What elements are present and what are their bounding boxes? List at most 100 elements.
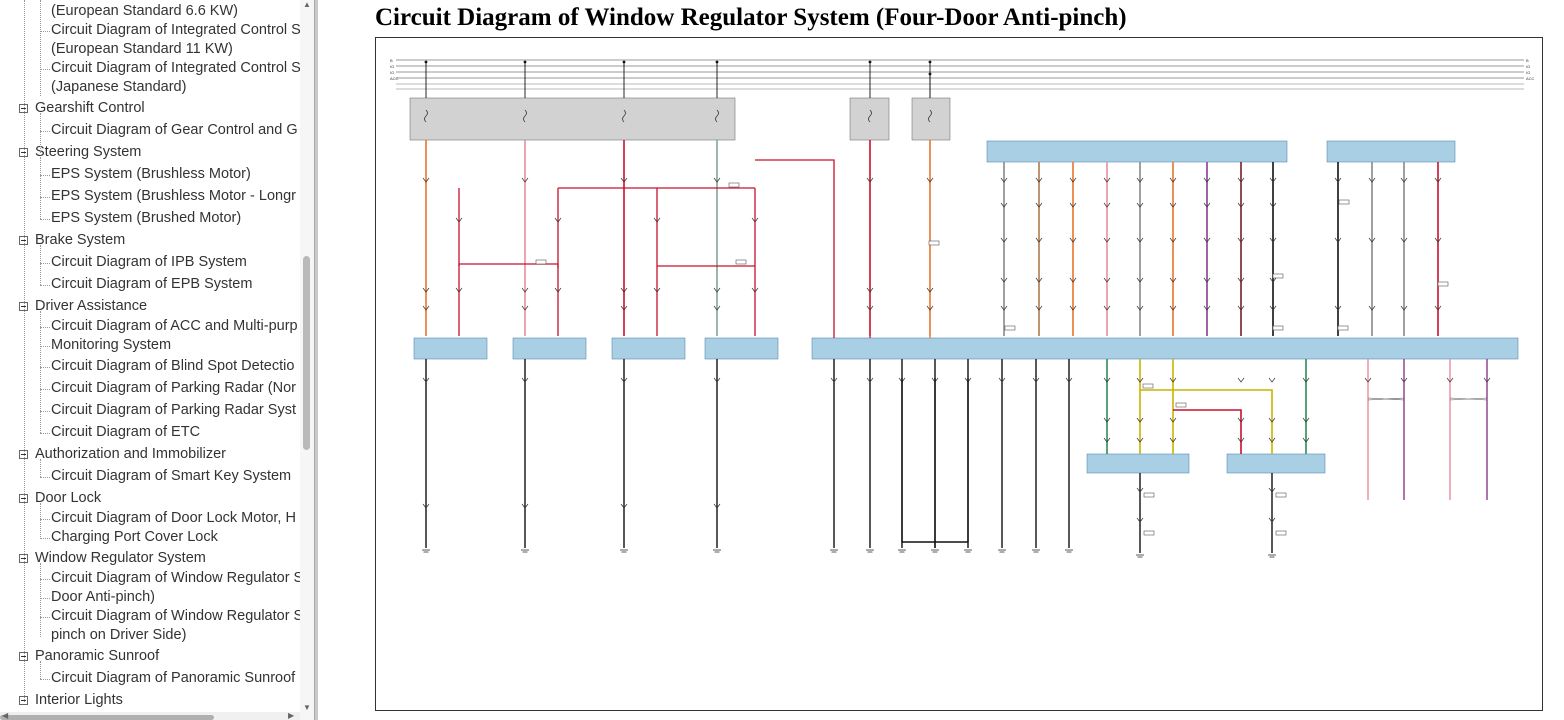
connector-mark (1203, 305, 1211, 311)
connector-mark (1065, 377, 1073, 383)
connector-mark (1368, 177, 1376, 183)
nav-item[interactable]: (Japanese Standard) (51, 79, 187, 95)
scroll-right-arrow-icon[interactable]: ▶ (288, 711, 295, 720)
nav-item[interactable]: Circuit Diagram of Blind Spot Detectio (51, 358, 295, 374)
nav-item[interactable]: Monitoring System (51, 337, 172, 353)
nav-category[interactable]: Brake System (35, 232, 126, 248)
nav-item[interactable]: Circuit Diagram of Integrated Control S (51, 60, 301, 76)
connector-mark (1400, 377, 1408, 383)
nav-item[interactable]: pinch on Driver Side) (51, 627, 187, 643)
nav-item[interactable]: Circuit Diagram of Smart Key System (51, 468, 292, 484)
nav-item[interactable]: Circuit Diagram of Door Lock Motor, H (51, 510, 296, 526)
scroll-down-arrow-icon[interactable]: ▼ (303, 703, 311, 712)
connector-mark (1203, 237, 1211, 243)
tree-connector (40, 679, 50, 680)
nav-category[interactable]: Interior Lights (35, 692, 123, 708)
nav-category[interactable]: Panoramic Sunroof (35, 648, 160, 664)
tree-connector (40, 519, 50, 520)
collapse-toggle-icon[interactable] (19, 554, 28, 563)
fuse-symbol (868, 109, 872, 123)
nav-item[interactable]: Circuit Diagram of ETC (51, 424, 201, 440)
tree-guide (40, 661, 41, 679)
collapse-toggle-icon[interactable] (19, 236, 28, 245)
collapse-toggle-icon[interactable] (19, 148, 28, 157)
wire (1173, 409, 1242, 454)
nav-item[interactable]: Circuit Diagram of Gear Control and G (51, 122, 298, 138)
connector-mark (1434, 177, 1442, 183)
sidebar-horizontal-scrollbar[interactable]: ◀ ▶ (0, 712, 300, 720)
connector-mark (1269, 277, 1277, 283)
fuse-symbol (928, 109, 932, 123)
connector-mark (1446, 377, 1454, 383)
nav-item[interactable]: Circuit Diagram of ACC and Multi-purp (51, 318, 298, 334)
sidebar-horizontal-scroll-thumb[interactable] (0, 715, 214, 720)
connector-mark (455, 217, 463, 223)
nav-item[interactable]: Charging Port Cover Lock (51, 529, 218, 545)
connector-mark (1069, 177, 1077, 183)
wire-label-box (928, 240, 940, 246)
fuse-box (849, 97, 890, 141)
nav-item[interactable]: (European Standard 6.6 KW) (51, 3, 238, 19)
connector-mark (521, 287, 529, 293)
connector-mark (1302, 417, 1310, 423)
tree-connector (40, 411, 50, 412)
connector-mark (751, 217, 759, 223)
nav-item[interactable]: Circuit Diagram of Panoramic Sunroof (51, 670, 296, 686)
sidebar-scroll-thumb[interactable] (303, 256, 310, 450)
nav-item[interactable]: Circuit Diagram of Parking Radar (Nor (51, 380, 296, 396)
connector-mark (554, 287, 562, 293)
collapse-toggle-icon[interactable] (19, 652, 28, 661)
connector-mark (1103, 277, 1111, 283)
nav-item[interactable]: EPS System (Brushless Motor) (51, 166, 251, 182)
nav-category[interactable]: Door Lock (35, 490, 102, 506)
collapse-toggle-icon[interactable] (19, 104, 28, 113)
tree-connector (40, 285, 50, 286)
nav-item[interactable]: EPS System (Brushless Motor - Longr (51, 188, 296, 204)
nav-tree: (European Standard 6.6 KW) Circuit Diagra… (0, 0, 304, 720)
collapse-toggle-icon[interactable] (19, 450, 28, 459)
nav-item[interactable]: Door Anti-pinch) (51, 589, 155, 605)
connector-mark (1035, 277, 1043, 283)
connector-mark (1237, 437, 1245, 443)
nav-category[interactable]: Window Regulator System (35, 550, 206, 566)
tree-connector (40, 538, 50, 539)
nav-item[interactable]: Circuit Diagram of Integrated Control S (51, 22, 301, 38)
rear-right-window-module (1086, 453, 1190, 474)
nav-category[interactable]: Steering System (35, 144, 142, 160)
nav-item[interactable]: Circuit Diagram of EPB System (51, 276, 253, 292)
tree-connector (40, 219, 50, 220)
collapse-toggle-icon[interactable] (19, 302, 28, 311)
connector-mark (1269, 177, 1277, 183)
pane-splitter[interactable] (314, 0, 318, 720)
tree-guide (40, 113, 41, 153)
nav-category[interactable]: Driver Assistance (35, 298, 148, 314)
nav-item[interactable]: Circuit Diagram of Window Regulator S (51, 570, 304, 586)
nav-category[interactable]: Authorization and Immobilizer (35, 446, 227, 462)
nav-item[interactable]: Circuit Diagram of Parking Radar Syst (51, 402, 296, 418)
connector-mark (1400, 177, 1408, 183)
connector-mark (1136, 277, 1144, 283)
connector-mark (866, 287, 874, 293)
connector-mark (1000, 305, 1008, 311)
connector-mark (1368, 305, 1376, 311)
scroll-left-arrow-icon[interactable]: ◀ (2, 711, 9, 720)
connector-mark (830, 377, 838, 383)
rail-label: ACC (390, 76, 399, 81)
collapse-toggle-icon[interactable] (19, 494, 28, 503)
rail-label: IG (390, 64, 394, 69)
scroll-up-arrow-icon[interactable]: ▲ (303, 0, 311, 9)
fuse-box (409, 97, 736, 141)
sidebar-vertical-scrollbar[interactable]: ▲ ▼ (300, 0, 314, 720)
connector-mark (1400, 237, 1408, 243)
nav-category[interactable]: Gearshift Control (35, 100, 145, 116)
nav-item[interactable]: Circuit Diagram of Window Regulator S (51, 608, 304, 624)
connector-mark (1364, 377, 1372, 383)
collapse-toggle-icon[interactable] (19, 696, 28, 705)
nav-item[interactable]: (European Standard 11 KW) (51, 41, 233, 57)
connector-mark (1434, 305, 1442, 311)
nav-item[interactable]: EPS System (Brushed Motor) (51, 210, 242, 226)
connector-mark (1069, 202, 1077, 208)
junction-dot (715, 60, 719, 64)
nav-item[interactable]: Circuit Diagram of IPB System (51, 254, 247, 270)
